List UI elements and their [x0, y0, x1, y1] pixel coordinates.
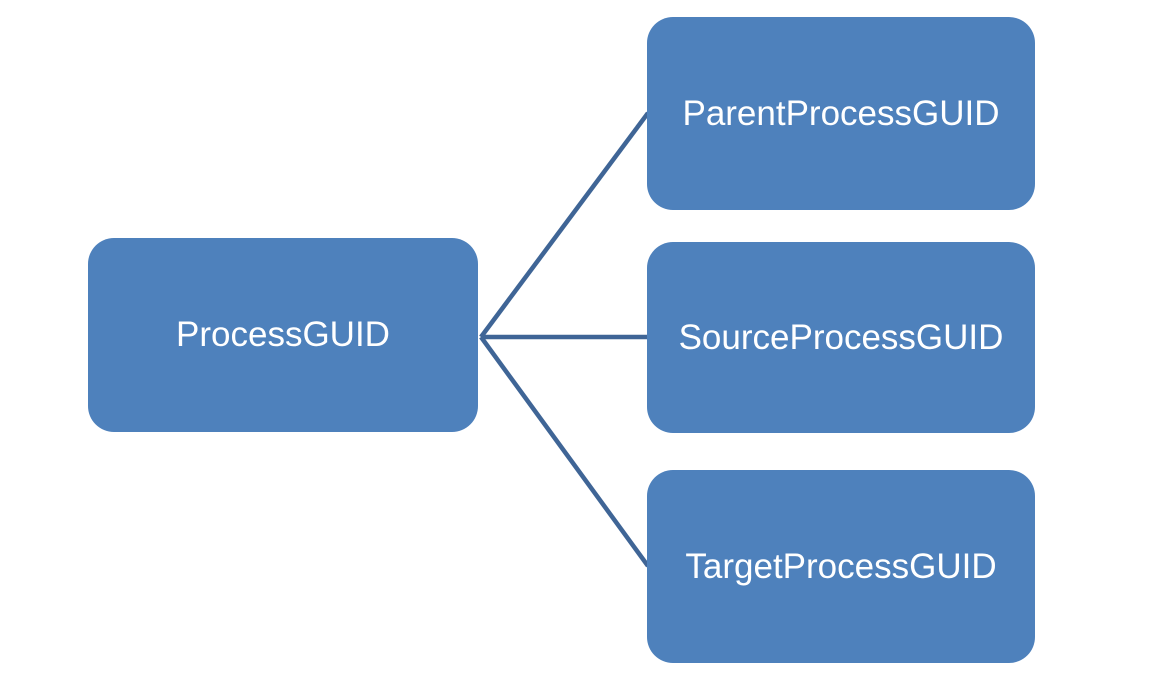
node-process-guid-label: ProcessGUID — [176, 315, 390, 354]
node-parent-process-guid: ParentProcessGUID — [647, 17, 1035, 210]
node-source-process-guid: SourceProcessGUID — [647, 242, 1035, 433]
connector-root-to-target — [479, 335, 650, 568]
node-process-guid: ProcessGUID — [88, 238, 478, 432]
node-target-process-guid: TargetProcessGUID — [647, 470, 1035, 663]
node-target-process-guid-label: TargetProcessGUID — [685, 546, 997, 586]
node-parent-process-guid-label: ParentProcessGUID — [682, 93, 1000, 133]
node-source-process-guid-label: SourceProcessGUID — [678, 317, 1004, 357]
connector-root-to-parent — [479, 111, 650, 339]
